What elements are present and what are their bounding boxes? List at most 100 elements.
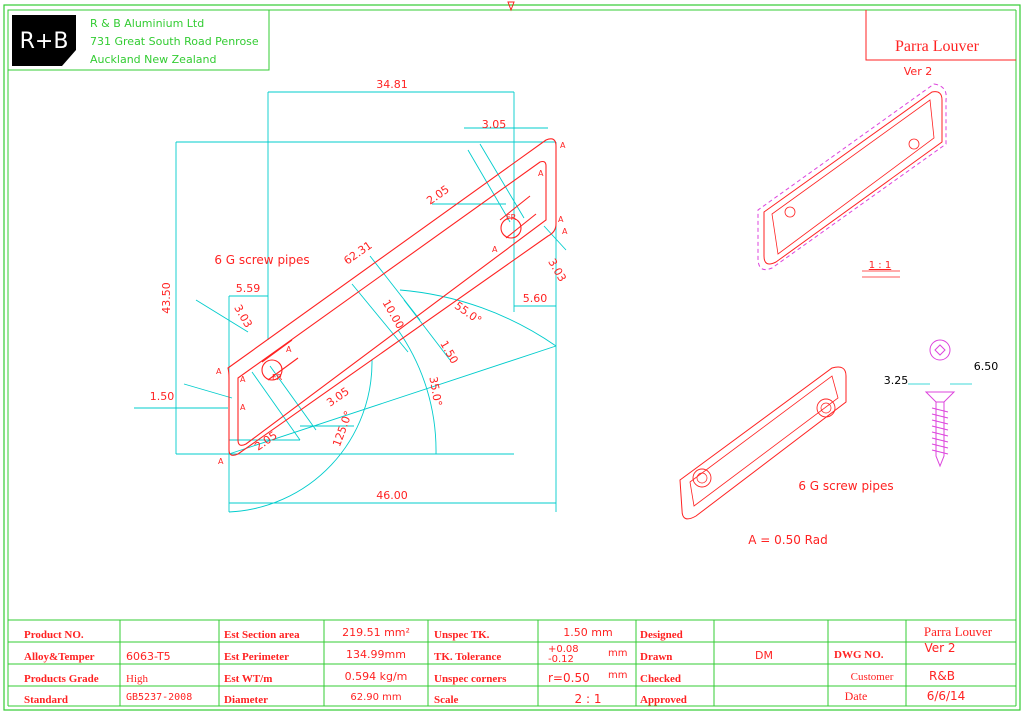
dim-2-05-bottom: 2.05 [252,429,280,454]
tk-tol-unit: mm [608,648,627,659]
a-label-8: A [286,345,292,354]
corners-value: r=0.50 [548,671,590,685]
dim-1-50-left: 1.50 [150,390,175,403]
profile-labels: 6 G screw pipes FR FR A A A A A A A A A … [214,141,568,466]
a-label-5: A [492,245,498,254]
dimension-lines [134,91,567,513]
title-block: Product NO. Alloy&Temper Products Grade … [8,619,1016,707]
corners-label: Unspec corners [434,673,507,685]
dim-46-00: 46.00 [376,489,408,502]
screw-detail: 3.25 6.50 [884,339,999,468]
profile-outer [227,138,557,456]
checked-label: Checked [640,673,681,685]
diameter-label: Diameter [224,694,268,706]
unspec-tk-value: 1.50 mm [563,626,612,639]
perimeter-label: Est Perimeter [224,651,289,663]
screw-dim-left: 3.25 [884,374,909,387]
a-label-7: A [240,375,246,384]
screw-pipe-upper-icon [500,217,522,239]
iso-outline [679,366,847,520]
company-block: R+B R & B Aluminium Ltd 731 Great South … [7,9,270,71]
designed-label: Designed [640,629,683,641]
perimeter-value: 134.99mm [346,648,406,661]
a-label-9: A [240,403,246,412]
unspec-tk-label: Unspec TK. [434,629,490,641]
grade-value: High [126,673,149,685]
dwg-title: Parra Louver [924,624,993,639]
title-box: Parra Louver Ver 2 [865,10,1016,78]
dim-3-05-bottom: 3.05 [324,385,352,410]
standard-value: GB5237-2008 [126,692,192,703]
screw-pipes-label: 6 G screw pipes [214,253,309,267]
company-address-1: 731 Great South Road Penrose [90,35,259,48]
section-area-label: Est Section area [224,629,300,641]
company-name: R & B Aluminium Ltd [90,17,204,30]
title-version: Ver 2 [904,65,932,78]
logo [12,15,76,66]
dim-5-59: 5.59 [236,282,261,295]
dwg-version: Ver 2 [924,641,955,655]
date-label: Date [845,689,868,703]
a-label-4: A [562,227,568,236]
a-label-10: A [218,457,224,466]
iso-pipe-right-icon [816,398,836,418]
dim-10-00: 10.00 [380,297,407,331]
a-label-6: A [216,367,222,376]
screw-thread-icon [931,407,949,455]
a-label-3: A [558,215,564,224]
a-label-1: A [560,141,566,150]
fr-label-upper: FR [506,213,517,222]
dim-43-50: 43.50 [160,282,173,314]
scale-note: 1 : 1 [869,260,891,271]
profile-drawing: 34.81 3.05 2.05 62.31 3.03 5.60 43.50 5.… [134,78,569,513]
screw-head-side-icon [924,391,956,403]
corners-unit: mm [608,670,627,681]
wt-label: Est WT/m [224,673,272,685]
logo-text: R+B [20,29,69,54]
scale-label: Scale [434,694,459,706]
scale-value: 2 : 1 [575,692,602,706]
wt-value: 0.594 kg/m [345,670,408,683]
dim-1-50-mid: 1.50 [437,338,461,366]
dwg-label: DWG NO. [834,649,884,661]
dim-5-60: 5.60 [523,292,548,305]
magenta-outline-dashed [757,83,947,271]
fr-label-lower: FR [272,373,283,382]
tk-tol-plus: +0.08 [548,644,579,655]
a-label-2: A [538,169,544,178]
louver-profile [227,138,557,456]
product-no-label: Product NO. [24,629,84,641]
diameter-value: 62.90 mm [350,692,401,703]
tk-tol-label: TK. Tolerance [434,651,501,663]
grade-label: Products Grade [24,673,99,685]
rad-note: A = 0.50 Rad [748,533,827,547]
profile-inner [237,160,547,446]
customer-value: R&B [929,669,955,683]
alloy-label: Alloy&Temper [24,651,95,663]
red-outline-small [763,91,943,265]
alloy-value: 6063-T5 [126,650,171,663]
customer-label: Customer [851,671,894,683]
standard-label: Standard [24,694,68,706]
isometric-view: 6 G screw pipes A = 0.50 Rad [679,366,894,547]
screw-shank-icon [935,402,945,468]
dim-3-03-right: 3.03 [545,256,569,284]
scale-1-1-view: 1 : 1 [757,83,947,278]
dim-3-03-left: 3.03 [231,302,255,330]
section-area-value: 219.51 mm² [342,626,410,639]
iso-pipe-left-icon [692,468,712,488]
dim-3-05-top: 3.05 [482,118,507,131]
approved-label: Approved [640,694,687,706]
iso-screw-label: 6 G screw pipes [798,479,893,493]
dim-62-31: 62.31 [341,239,374,268]
date-value: 6/6/14 [927,689,966,703]
dim-35-deg: 35.0° [426,375,444,407]
screw-dim-right: 6.50 [974,360,999,373]
dim-125-deg: 125.0° [330,409,355,448]
company-address-2: Auckland New Zealand [90,53,216,66]
drawn-value: DM [755,649,773,662]
sheet-border [3,4,1021,711]
center-mark-icon [507,1,515,12]
tk-tol-minus: -0.12 [548,654,574,665]
